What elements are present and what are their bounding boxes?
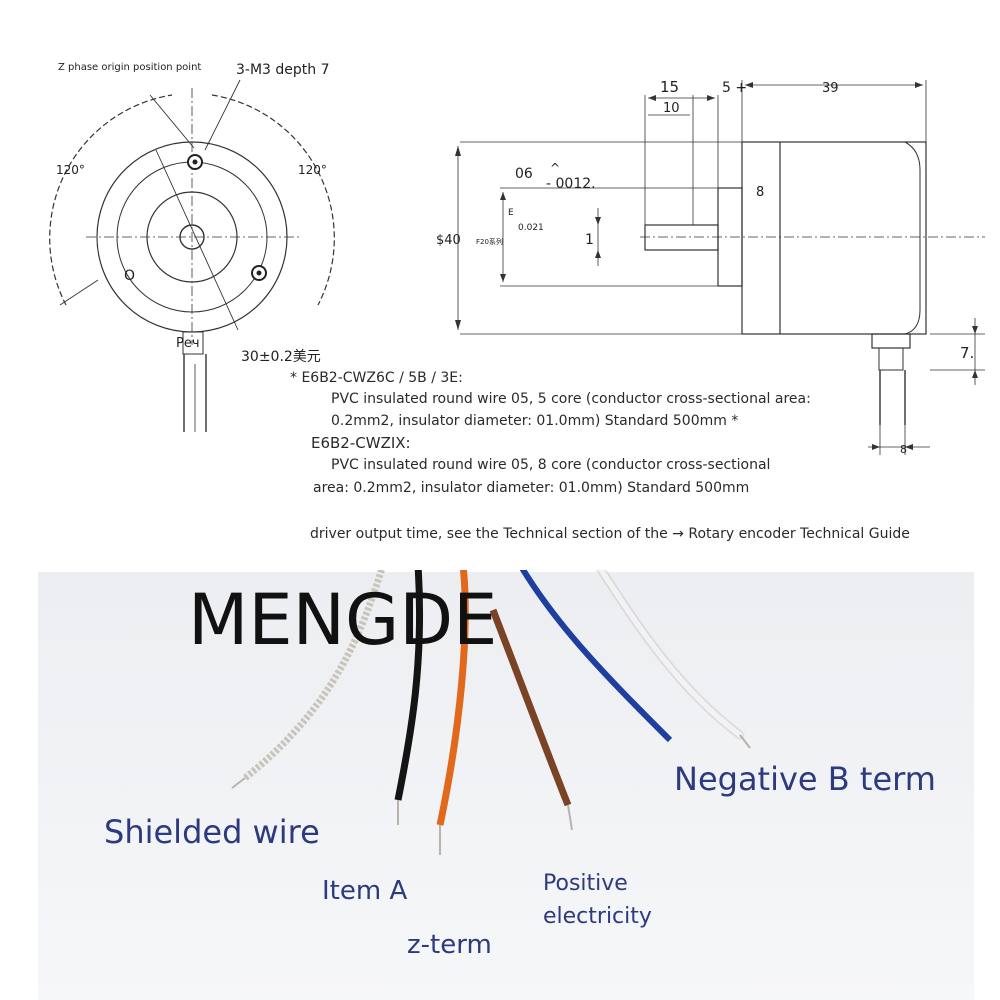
body-dia-label: $40 — [436, 233, 461, 248]
angle-right-label: 120° — [298, 163, 327, 177]
front-view — [49, 79, 335, 432]
dim-8-top-label: 8 — [756, 185, 764, 200]
origin-label: O — [124, 268, 135, 284]
dimension-arrows — [455, 82, 978, 450]
black-wire — [394, 570, 424, 801]
arrow — [595, 217, 601, 225]
dim-1-label: 1 — [585, 232, 594, 248]
origin-leader — [59, 279, 99, 306]
arrow — [905, 444, 913, 450]
brown-wire — [489, 608, 572, 807]
encoder-dimension-drawing: Z phase origin position point 3-M3 depth… — [49, 62, 985, 456]
dim-10-label: 10 — [663, 101, 680, 116]
label-positive: Positive — [543, 871, 628, 896]
m3-leader — [204, 79, 241, 151]
front-left-arc — [49, 94, 173, 306]
z-phase-leader — [149, 94, 195, 149]
bottom-label: Реч — [176, 336, 200, 351]
front-right-arc — [211, 94, 335, 306]
cable-gland — [182, 331, 204, 355]
tolerance-label: - 0012. — [546, 176, 596, 192]
encoder-body — [741, 141, 927, 335]
tolerance-symbol: ^ — [550, 161, 560, 175]
arrow — [745, 82, 753, 88]
arrow — [872, 444, 880, 450]
pcd-label: 30±0.2美元 — [241, 349, 321, 365]
side-view — [457, 80, 985, 455]
label-electricity: electricity — [543, 904, 652, 929]
note-line-6: area: 0.2mm2, insulator diameter: 01.0mm… — [313, 480, 750, 496]
label-shielded-wire: Shielded wire — [104, 813, 320, 851]
dim-7-label: 7. — [960, 344, 974, 362]
dim-0021-label: 0.021 — [518, 223, 544, 233]
wire-tips — [231, 734, 751, 855]
arrow — [707, 95, 715, 101]
shaft — [644, 224, 719, 251]
dim-39-label: 39 — [822, 81, 839, 96]
front-diag-line — [155, 149, 239, 331]
label-item-a: Item A — [322, 876, 408, 906]
brand-watermark: MENGDE — [188, 579, 498, 661]
angle-left-label: 120° — [56, 163, 85, 177]
white-tip — [739, 734, 751, 749]
arrow — [500, 192, 506, 200]
series-label: F20系列 — [476, 237, 503, 246]
wire-photo — [38, 570, 974, 1000]
side-cable-collar — [878, 347, 904, 371]
arrow — [455, 146, 461, 156]
note-line-2: PVC insulated round wire 05, 5 core (con… — [331, 391, 811, 407]
body-rear-curve — [904, 141, 921, 335]
label-negative-b: Negative B term — [674, 760, 936, 798]
dim-8-bottom-label: 8 — [900, 443, 907, 456]
shield-tip — [231, 777, 246, 789]
brown-tip — [567, 804, 573, 831]
dim-15-label: 15 — [660, 78, 679, 96]
note-line-4: E6B2-CWZIX: — [311, 434, 411, 452]
dim-5-label: 5 + — [722, 80, 747, 96]
orange-wire — [436, 570, 469, 826]
note-line-5: PVC insulated round wire 05, 8 core (con… — [331, 457, 771, 473]
arrow — [915, 82, 923, 88]
mount-hole-top-center — [192, 159, 198, 165]
mount-hole-right-center — [256, 270, 262, 276]
arrow — [648, 95, 656, 101]
arrow — [595, 250, 601, 258]
arrow — [500, 274, 506, 282]
z-phase-label: Z phase origin position point — [58, 62, 201, 73]
small-e-label: E — [508, 208, 514, 218]
arrow — [972, 370, 978, 378]
arrow — [972, 326, 978, 334]
blue-wire — [519, 570, 673, 743]
note-line-7: driver output time, see the Technical se… — [310, 526, 910, 542]
mount-holes-label: 3-M3 depth 7 — [236, 62, 330, 78]
side-cable-gland — [871, 333, 911, 349]
note-line-1: * E6B2-CWZ6C / 5B / 3E: — [290, 370, 463, 386]
note-line-3: 0.2mm2, insulator diameter: 01.0mm) Stan… — [331, 413, 739, 429]
white-wire — [597, 570, 743, 738]
label-z-term: z-term — [407, 930, 492, 960]
arrow — [455, 320, 461, 330]
dim-06-label: 06 — [515, 166, 533, 182]
